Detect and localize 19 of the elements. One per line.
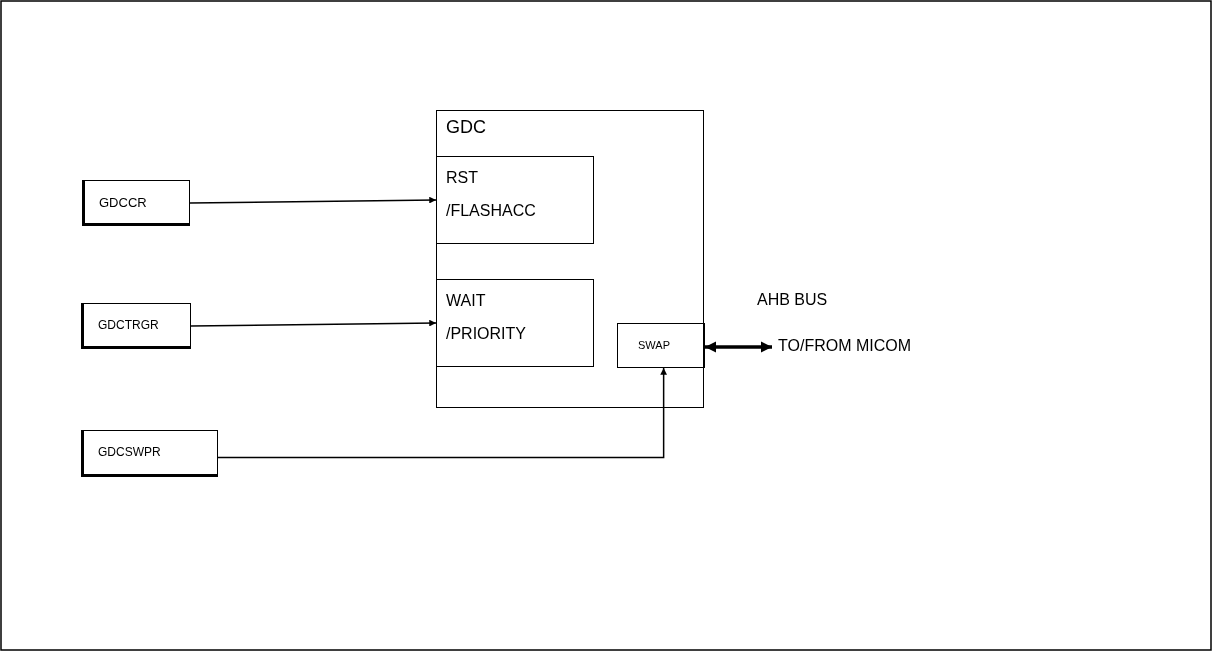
arrow [705,341,772,353]
arrow [217,367,667,459]
block-label: GDC [446,117,486,138]
block-label: SWAP [638,339,670,351]
register-name: GDCTRGR [98,318,159,332]
arrow [190,319,437,327]
register-box [81,430,218,477]
function-box [436,156,594,244]
bus-endpoint-label: TO/FROM MICOM [778,337,912,355]
block-label: WAIT /PRIORITY [446,291,527,344]
arrow [189,196,437,204]
block-label: RST /FLASHACC [446,168,537,221]
swap-box [617,323,705,368]
function-box [436,279,594,367]
register-box [81,303,191,349]
register-box [82,180,190,226]
block-box [436,110,704,408]
register-name: GDCSWPR [98,445,161,459]
register-name: GDCCR [99,195,147,210]
